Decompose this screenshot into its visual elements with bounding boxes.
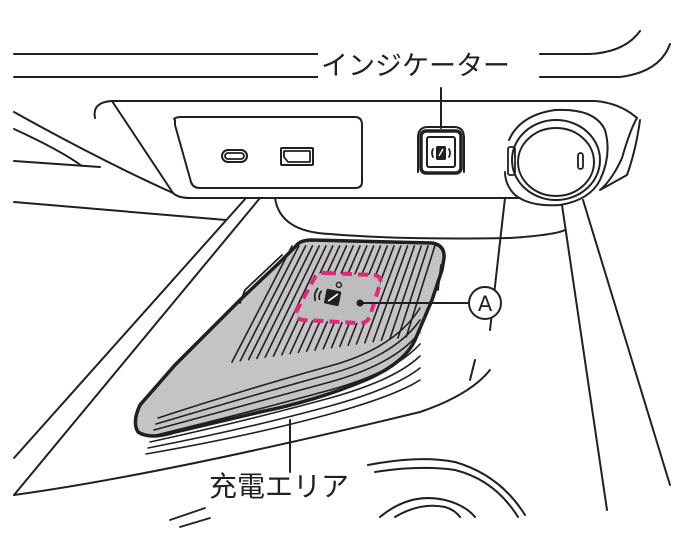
callout-a: A: [356, 286, 502, 320]
mat-stripe: [145, 379, 421, 455]
mat-stripe: [388, 245, 423, 341]
mat-stripe: [256, 245, 314, 360]
indicator-label: インジケーター: [318, 53, 513, 80]
mat-stripe: [264, 245, 321, 359]
mat-stripe: [231, 245, 293, 363]
usb-panel: [173, 116, 363, 189]
callout-a-letter: A: [478, 292, 493, 316]
mat-stripe: [372, 245, 409, 343]
mat-stripe: [147, 367, 421, 449]
charge-spot-wireless-charging-icon: [313, 281, 343, 307]
usb-c-port-icon[interactable]: [221, 149, 248, 163]
mat-stripe: [397, 245, 429, 339]
mat-stripe: [153, 331, 421, 431]
mat-stripe: [380, 245, 416, 342]
mat-stripe: [363, 245, 402, 344]
mat-stripe: [151, 343, 421, 437]
usb-a-port-icon[interactable]: [280, 147, 314, 166]
mat-stripe: [155, 319, 421, 425]
indicator-wireless-charging-icon: [431, 146, 451, 160]
mat-stripe: [247, 245, 307, 361]
mat-stripe: [149, 355, 421, 443]
mat-stripe: [405, 245, 436, 338]
floor-lines: [169, 458, 526, 528]
charging-area-label: 充電エリア: [207, 470, 352, 503]
power-outlet: [504, 108, 641, 207]
dashboard-edge-lines: [13, 30, 671, 78]
mat-stripe: [239, 245, 300, 362]
mat-stripe: [157, 307, 421, 419]
mat-stripe: [272, 245, 327, 357]
